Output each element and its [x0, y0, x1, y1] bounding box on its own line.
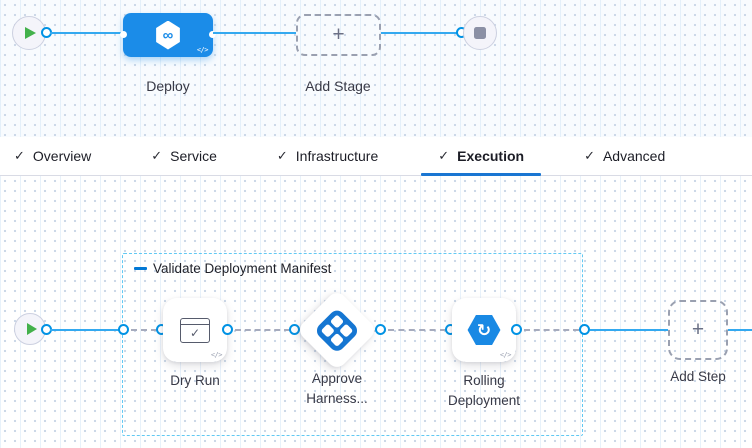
- step-label-rolling: Rolling Deployment: [447, 373, 521, 408]
- step-group-label: Validate Deployment Manifest: [153, 261, 332, 276]
- infinity-glyph: ∞: [162, 26, 174, 44]
- check-icon: ✓: [584, 148, 595, 163]
- add-step-label: Add Step: [670, 369, 726, 384]
- code-icon: </>: [196, 46, 209, 54]
- edge-group-to-addstep: [590, 329, 668, 331]
- edge-addstage-to-end: [381, 32, 462, 34]
- plus-icon: +: [332, 23, 345, 46]
- pipeline-start-node[interactable]: [12, 16, 46, 50]
- tab-advanced[interactable]: ✓ Advanced: [567, 137, 682, 175]
- edge-to-dryrun: [131, 329, 157, 331]
- step-label-approve: Approve Harness...: [306, 371, 368, 406]
- check-icon: ✓: [438, 148, 450, 163]
- tab-execution[interactable]: ✓ Execution: [421, 137, 541, 176]
- stage-pipeline-canvas: ∞ </> Deploy + Add Stage: [0, 0, 752, 137]
- edge-start-to-group: [50, 329, 123, 331]
- rolling-deployment-icon: ↻: [467, 314, 501, 346]
- stop-icon: [474, 27, 486, 39]
- edge-rolling-to-groupexit: [524, 329, 579, 331]
- step-group-container[interactable]: Validate Deployment Manifest: [122, 253, 583, 436]
- approve-right-port[interactable]: [375, 324, 386, 335]
- tab-label: Advanced: [602, 148, 666, 164]
- step-group-header[interactable]: Validate Deployment Manifest: [134, 261, 331, 276]
- check-icon: ✓: [151, 148, 163, 163]
- pipeline-end-node[interactable]: [463, 16, 497, 50]
- rolling-arrow-glyph: ↻: [476, 320, 492, 340]
- approve-left-port[interactable]: [289, 324, 300, 335]
- execution-start-node[interactable]: [14, 313, 46, 345]
- play-icon: [26, 323, 37, 335]
- step-rolling-deployment[interactable]: ↻ </>: [452, 298, 516, 362]
- tab-label: Overview: [32, 148, 92, 164]
- deploy-right-port[interactable]: [209, 31, 216, 38]
- collapse-icon[interactable]: [134, 267, 147, 270]
- edge-approve-to-rolling: [388, 329, 446, 331]
- step-dry-run[interactable]: ✓ </>: [163, 298, 227, 362]
- code-icon: </>: [499, 351, 512, 359]
- approval-icon: [313, 306, 361, 354]
- tab-service[interactable]: ✓ Service: [134, 137, 234, 175]
- deploy-stage-icon: ∞: [156, 20, 180, 50]
- group-exit-port[interactable]: [579, 324, 590, 335]
- tab-label: Execution: [457, 148, 525, 164]
- check-icon: ✓: [189, 325, 201, 340]
- dry-run-icon: ✓: [180, 317, 210, 343]
- stage-node-deploy[interactable]: ∞ </>: [123, 13, 213, 57]
- rolling-right-port[interactable]: [511, 324, 522, 335]
- stage-config-tabbar: ✓ Overview ✓ Service ✓ Infrastructure ✓ …: [0, 137, 752, 176]
- tab-overview[interactable]: ✓ Overview: [0, 137, 108, 175]
- plus-icon: +: [691, 318, 705, 341]
- code-icon: </>: [210, 351, 223, 359]
- edge-start-to-deploy: [50, 32, 123, 34]
- dryrun-right-port[interactable]: [222, 324, 233, 335]
- step-label-dry-run: Dry Run: [170, 373, 220, 388]
- edge-addstep-to-right: [728, 329, 752, 331]
- add-step-button[interactable]: +: [668, 300, 728, 360]
- group-entry-port[interactable]: [118, 324, 129, 335]
- check-icon: ✓: [14, 148, 25, 163]
- tab-label: Service: [170, 148, 217, 164]
- add-stage-button[interactable]: +: [296, 14, 381, 56]
- execution-canvas: Validate Deployment Manifest ✓ </> Dry R…: [0, 176, 752, 448]
- tab-label: Infrastructure: [295, 148, 379, 164]
- play-icon: [25, 27, 36, 39]
- tab-infrastructure[interactable]: ✓ Infrastructure: [260, 137, 395, 175]
- stage-label-deploy: Deploy: [146, 78, 190, 94]
- deploy-left-port[interactable]: [120, 31, 127, 38]
- check-icon: ✓: [276, 148, 288, 163]
- add-stage-label: Add Stage: [305, 78, 371, 94]
- edge-deploy-to-addstage: [213, 32, 296, 34]
- edge-dryrun-to-approve: [235, 329, 290, 331]
